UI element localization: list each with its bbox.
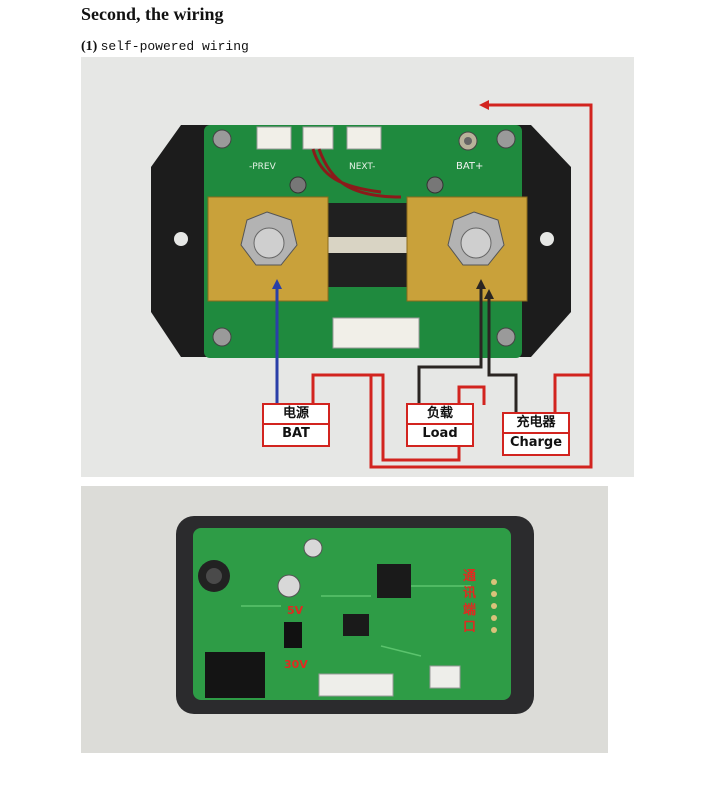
next-silkscreen: NEXT- [349,162,375,172]
screw-top-right [496,129,516,149]
bottom-connector-white [318,673,394,697]
meter-pcb-illustration [176,516,534,714]
capacitor-2 [277,574,301,598]
comm-port-annotation: 通 讯 端 口 [463,568,481,636]
ic-chip-2 [343,614,369,636]
voltage-5v-annotation: 5V [287,604,304,617]
mount-hole-left [174,232,188,246]
comm-port-pins [491,579,497,633]
bat-label-en: BAT [264,423,328,443]
capacitor-1 [303,538,323,558]
load-label: 负载 Load [406,403,474,447]
screw-mid-left [289,176,307,194]
bat-label-cn: 电源 [282,406,309,421]
screw-bottom-left [212,327,232,347]
wire-charge-black [487,297,518,412]
voltage-30v-annotation: 30V [284,658,308,671]
charge-label-cn: 充电器 [516,415,556,430]
connector-wires [311,148,402,199]
comm-port-char-2: 讯 [463,586,477,601]
charge-label: 充电器 Charge [502,412,570,456]
screw-mid-right [426,176,444,194]
screw-bottom-right [496,327,516,347]
wire-load-black [417,287,483,405]
comm-port-char-3: 端 [463,603,477,618]
shunt-wiring-illustration: -PREV NEXT- BAT+ [151,100,593,469]
jumper-header [284,622,302,648]
bat-plus-silkscreen: BAT+ [456,161,483,172]
center-connector [302,126,334,150]
meter-pcb-photo: 通 讯 端 口 5V 30V [81,486,608,753]
subsection-heading: (1) self-powered wiring [81,38,249,55]
bat-label: 电源 BAT [262,403,330,447]
load-label-en: Load [408,423,472,443]
mount-hole-right [540,232,554,246]
bottom-connector [332,317,420,349]
wire-loop-red [369,375,593,469]
charge-label-en: Charge [504,432,568,452]
subsection-number: (1) [81,39,98,54]
power-jack [205,652,265,698]
prev-connector [256,126,292,150]
load-label-cn: 负载 [426,406,453,421]
microcontroller [377,564,411,598]
section-heading: Second, the wiring [81,4,224,24]
comm-port-char-4: 口 [463,620,477,635]
right-connector-white [429,665,461,689]
next-connector [346,126,382,150]
comm-port-char-1: 通 [463,569,477,584]
screw-top-left [212,129,232,149]
wire-bat-red [311,373,486,462]
shunt-wiring-photo: -PREV NEXT- BAT+ [81,57,634,477]
subsection-text: self-powered wiring [100,39,249,54]
prev-silkscreen: -PREV [249,162,277,172]
